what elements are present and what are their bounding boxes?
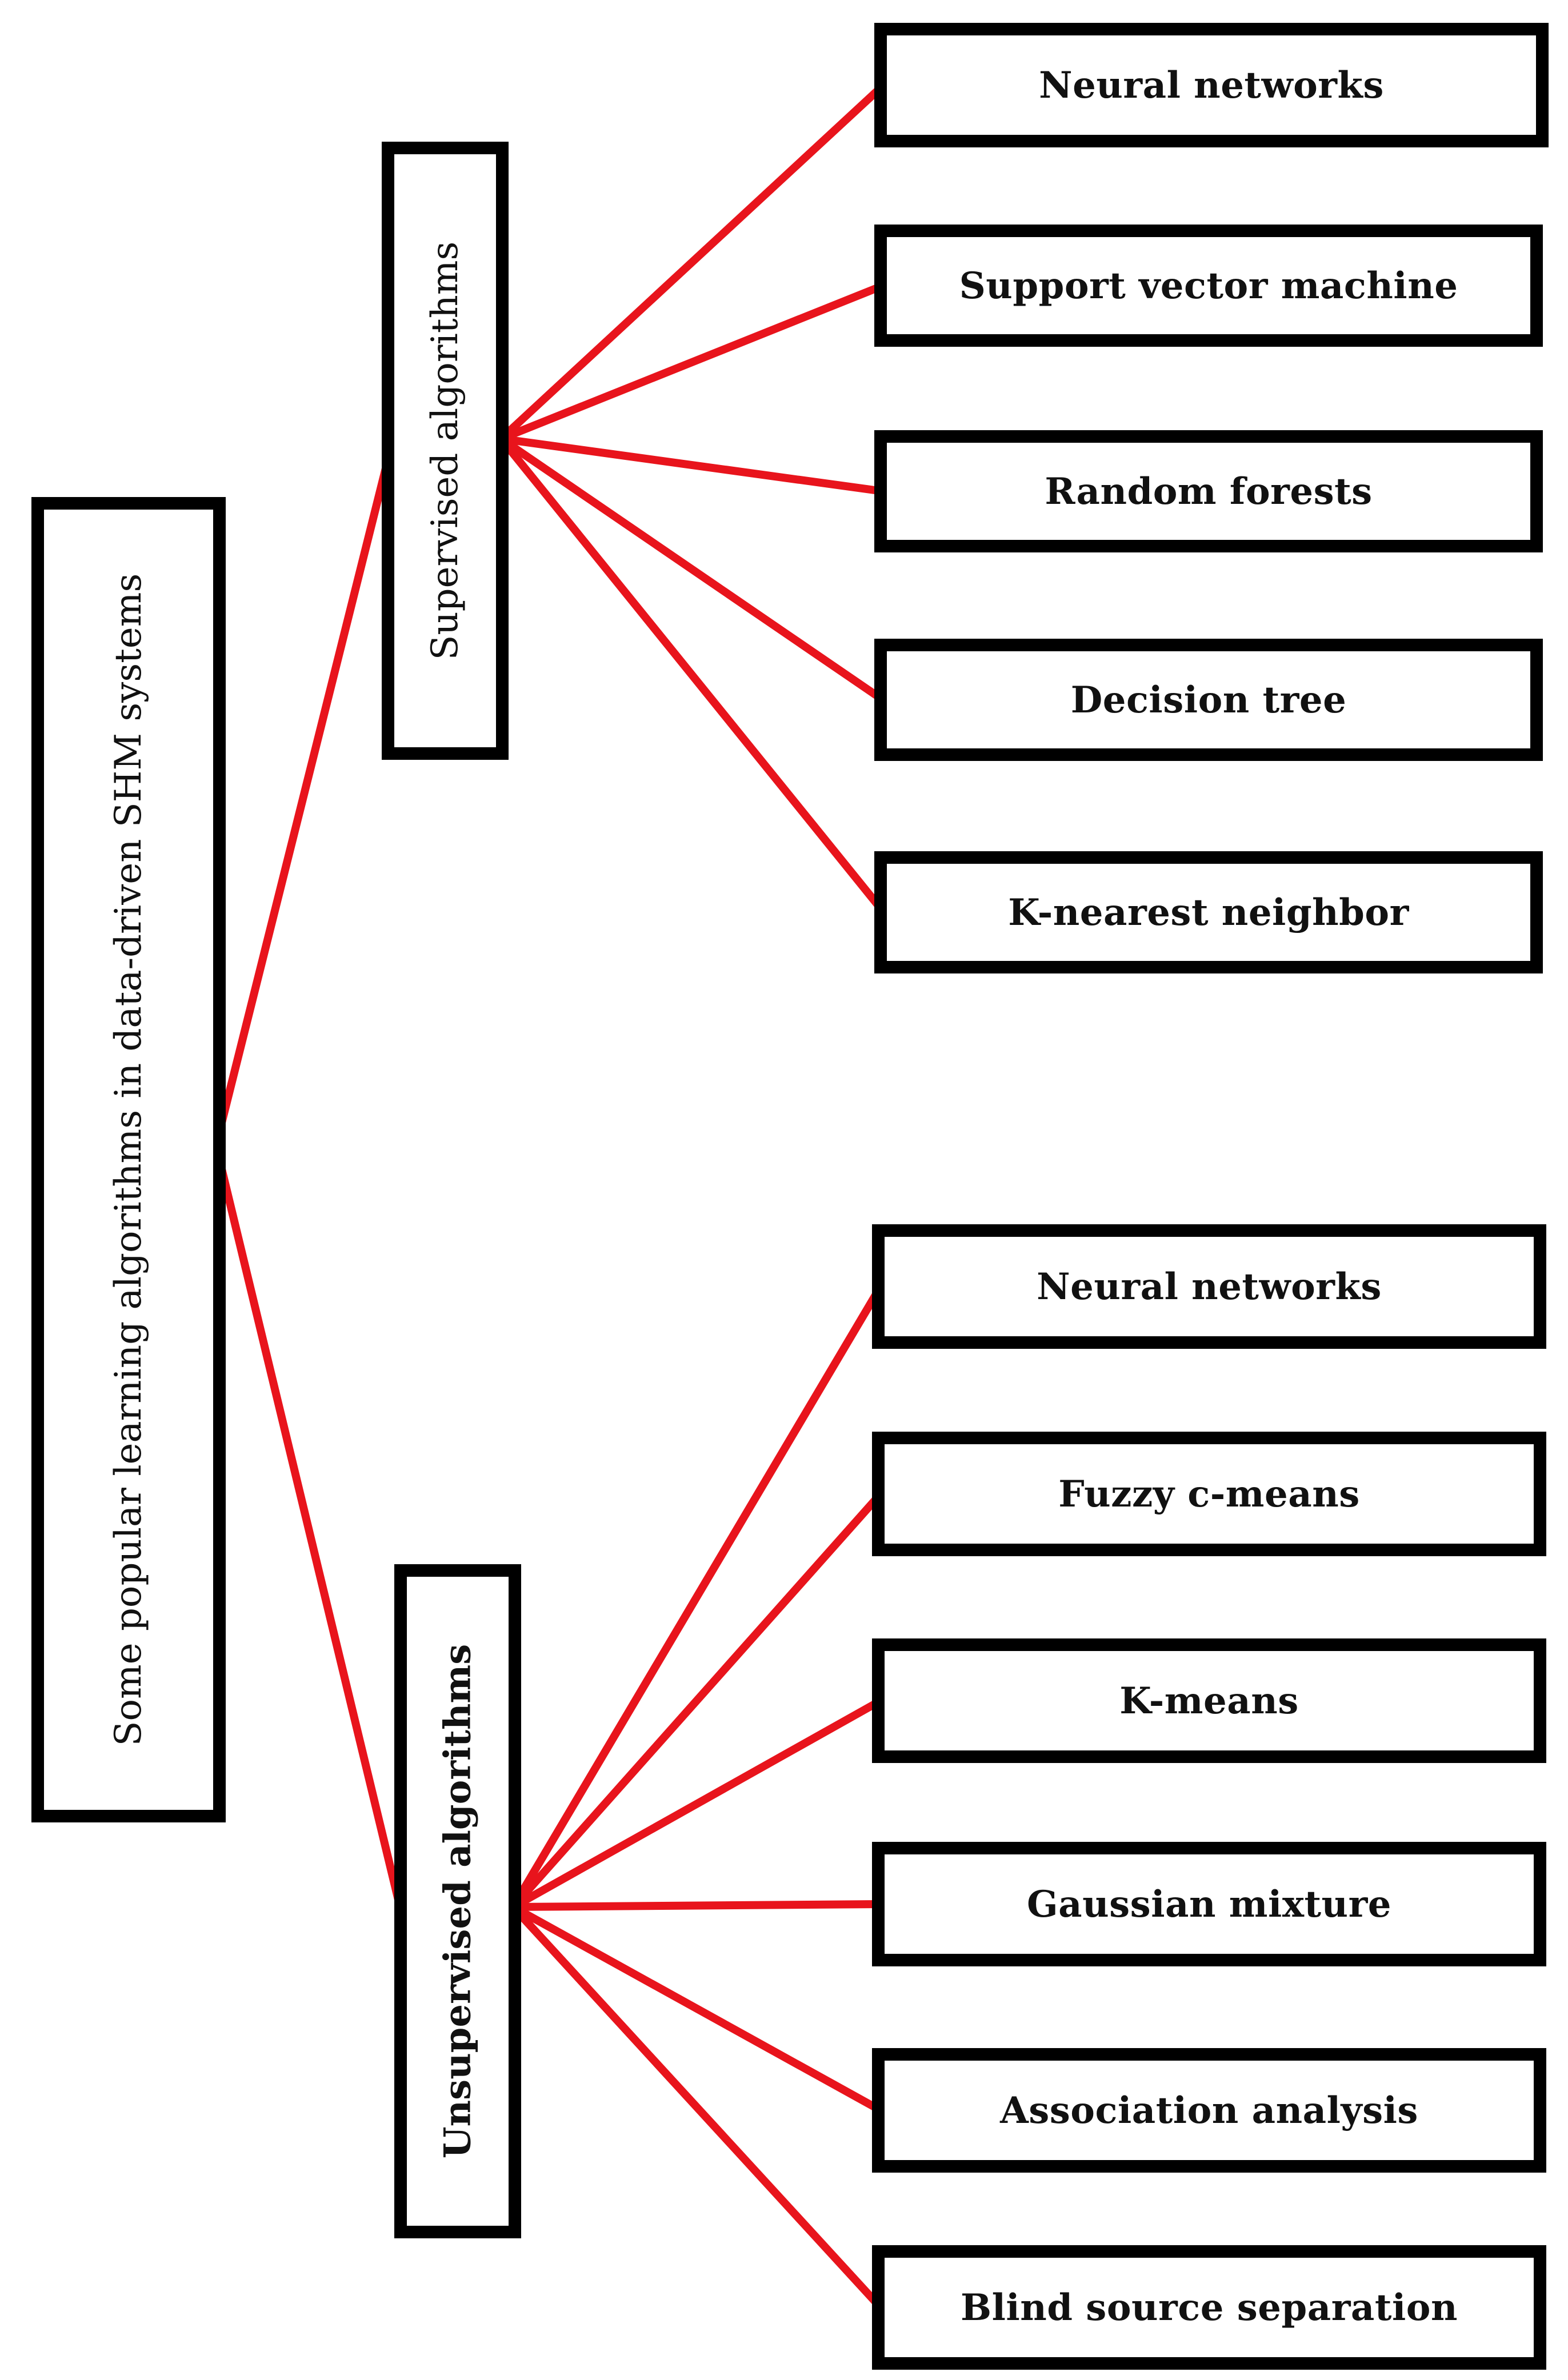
connector-root-unsupervised	[212, 1141, 404, 1911]
leaf-label: Support vector machine	[959, 264, 1458, 307]
leaf-label: K-nearest neighbor	[1008, 891, 1409, 934]
leaf-label: Fuzzy c-means	[1058, 1472, 1360, 1516]
unsupervised-group-label: Unsupervised algorithms	[436, 1644, 479, 2159]
unsupervised-leaf-k-means: K-means	[872, 1638, 1546, 1763]
leaf-label: Decision tree	[1070, 678, 1347, 722]
connector-root-supervised	[212, 435, 397, 1149]
connector-supervised-leaf-3	[497, 435, 887, 704]
leaf-label: Gaussian mixture	[1026, 1882, 1392, 1926]
connector-unsupervised-leaf-5	[509, 1903, 885, 2311]
leaf-label: Association analysis	[1000, 2089, 1418, 2132]
connector-unsupervised-leaf-1	[509, 1490, 885, 1911]
connector-unsupervised-leaf-4	[509, 1903, 885, 2114]
leaf-label: Neural networks	[1037, 1265, 1382, 1308]
leaf-label: K-means	[1119, 1679, 1299, 1722]
root-node: Some popular learning algorithms in data…	[31, 497, 226, 1822]
leaf-label: Neural networks	[1039, 63, 1384, 107]
supervised-leaf-random-forests: Random forests	[874, 430, 1543, 552]
leaf-label: Blind source separation	[961, 2286, 1458, 2329]
unsupervised-leaf-neural-networks: Neural networks	[872, 1224, 1546, 1349]
connector-unsupervised-leaf-2	[509, 1697, 885, 1911]
unsupervised-group-node: Unsupervised algorithms	[394, 1564, 521, 2238]
root-label: Some popular learning algorithms in data…	[107, 573, 150, 1746]
supervised-group-node: Supervised algorithms	[382, 142, 509, 760]
connector-supervised-leaf-1	[497, 282, 887, 443]
supervised-leaf-support-vector-machine: Support vector machine	[874, 225, 1543, 347]
connector-unsupervised-leaf-3	[509, 1900, 885, 1911]
supervised-leaf-decision-tree: Decision tree	[874, 639, 1543, 761]
unsupervised-leaf-fuzzy-c-means: Fuzzy c-means	[872, 1432, 1546, 1556]
unsupervised-leaf-gaussian-mixture: Gaussian mixture	[872, 1842, 1546, 1966]
connector-supervised-leaf-0	[497, 82, 887, 443]
supervised-leaf-neural-networks: Neural networks	[874, 23, 1549, 147]
unsupervised-leaf-association-analysis: Association analysis	[872, 2048, 1546, 2173]
leaf-label: Random forests	[1045, 470, 1373, 513]
connector-supervised-leaf-2	[497, 435, 887, 495]
connector-supervised-leaf-4	[497, 435, 887, 915]
unsupervised-leaf-blind-source-separation: Blind source separation	[872, 2245, 1546, 2370]
supervised-leaf-k-nearest-neighbor: K-nearest neighbor	[874, 851, 1543, 973]
connector-unsupervised-leaf-0	[509, 1283, 885, 1911]
supervised-group-label: Supervised algorithms	[424, 241, 466, 660]
